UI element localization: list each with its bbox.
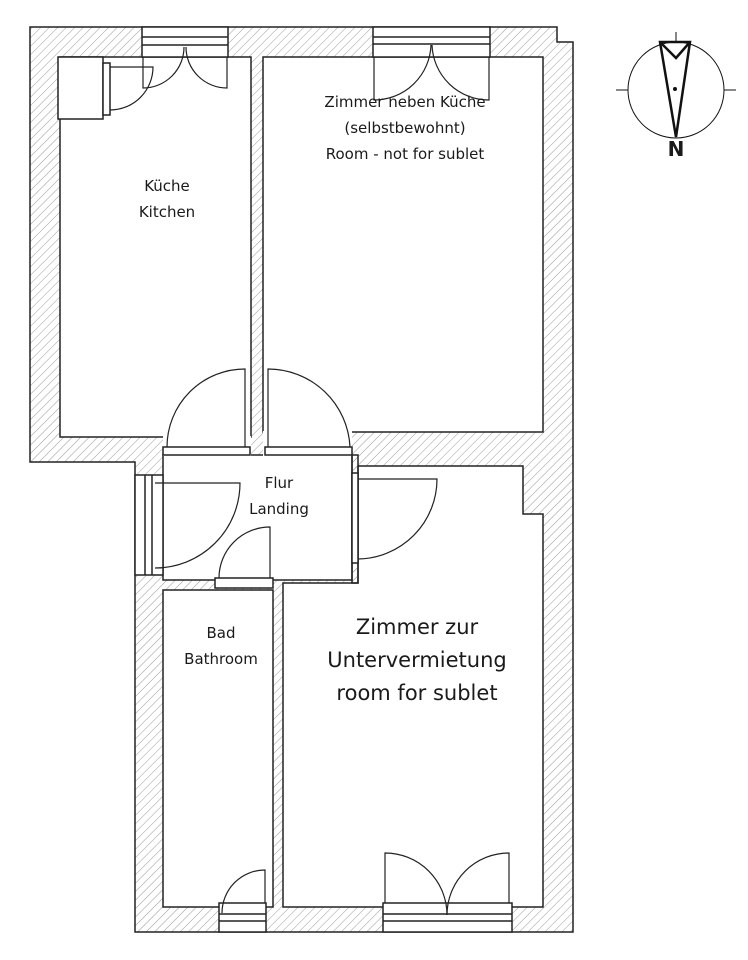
landing-label-de: Flur: [264, 474, 294, 492]
window-bathroom: [218, 902, 267, 933]
window-kitchen: [141, 26, 229, 58]
door-kitchen: [166, 368, 246, 448]
bathroom-label-en: Bathroom: [184, 650, 258, 668]
door-room-next-kitchen: [267, 368, 351, 448]
bathroom-label-de: Bad: [206, 624, 236, 642]
bathroom-label: Bad Bathroom: [184, 620, 258, 672]
kitchen-label: Küche Kitchen: [139, 173, 195, 225]
landing-label: Flur Landing: [249, 470, 309, 522]
window-sublet-room: [382, 902, 513, 933]
kitchen-cabinet: [57, 56, 104, 120]
room-next-kitchen-label-de: Zimmer neben Küche: [324, 93, 486, 111]
window-room-top: [372, 26, 491, 58]
sublet-room-floor: [282, 465, 544, 908]
sublet-room-line1: Zimmer zur: [355, 615, 479, 639]
landing-floor: [162, 454, 353, 581]
door-swings: [109, 44, 510, 916]
door-bathroom: [218, 526, 271, 579]
landing-label-en: Landing: [249, 500, 309, 518]
room-next-kitchen-label: Zimmer neben Küche (selbstbewohnt) Room …: [324, 89, 485, 167]
north-arrow-icon: [616, 32, 736, 139]
room-next-kitchen-label-en: Room - not for sublet: [325, 145, 485, 163]
window-landing: [134, 474, 164, 576]
kitchen-label-en: Kitchen: [138, 203, 196, 221]
sublet-room-line3: room for sublet: [336, 681, 498, 705]
door-sublet-room: [357, 478, 438, 560]
room-next-kitchen-note: (selbstbewohnt): [344, 119, 466, 137]
door-landing-entrance: [154, 482, 241, 569]
room-next-kitchen-floor: [262, 56, 544, 433]
bathroom-floor: [162, 589, 274, 908]
sublet-room-line2: Untervermietung: [327, 648, 507, 672]
compass-label: N: [667, 137, 685, 161]
kitchen-label-de: Küche: [144, 177, 190, 195]
sublet-room-label: Zimmer zur Untervermietung room for subl…: [327, 611, 506, 710]
